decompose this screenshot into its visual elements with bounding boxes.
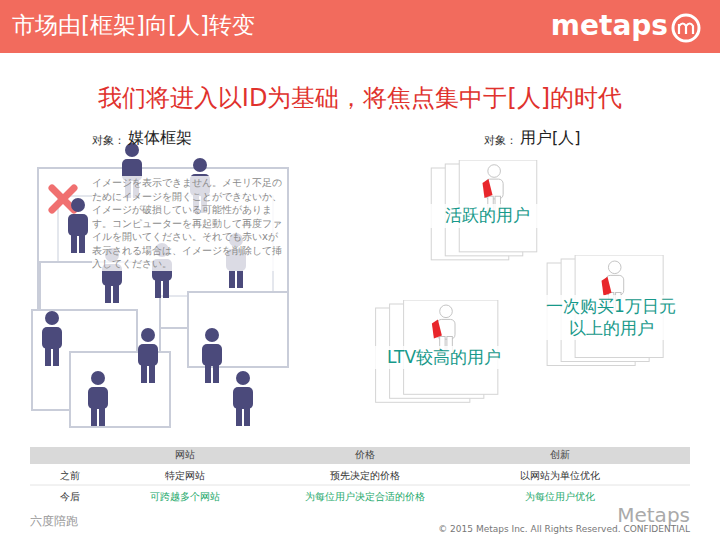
table-cell: 特定网站 [120,470,250,482]
table-cell: 以网站为单位优化 [470,470,650,482]
watermark: Metaps [590,503,690,527]
person-figure [138,328,158,383]
table-row-head: 今后 [40,491,100,503]
group-label: 活跃的用户 [425,204,550,227]
logo-text: metaps [540,9,668,43]
placeholder-text: イメージを表示できません。メモリ不足のためにイメージを開くことができないか、イメ… [92,176,284,271]
error-cross [52,188,74,210]
subtitle: 我们将进入以ID为基础，将焦点集中于[人]的时代 [0,84,720,113]
user-group: LTV较高的用户 [368,300,520,415]
target-label: 对象： [484,134,520,147]
table-cell: 预先决定的价格 [290,470,440,482]
table-header: 创新 [470,449,650,461]
table-cell: 可跨越多个网站 [120,491,250,503]
person-figure [88,371,108,426]
target-label: 对象： [92,134,128,147]
person-figure [202,328,222,383]
table-row-head: 之前 [40,470,100,482]
person-figure [233,371,253,426]
media-frames [32,168,288,427]
table-cell: 为每位用户优化 [470,491,650,503]
header-bar [0,0,720,53]
logo-mark [673,15,699,41]
person-figure [42,311,62,366]
copyright: © 2015 Metaps Inc. All Rights Reserved. … [400,524,690,535]
table-cell: 为每位用户决定合适的价格 [290,491,440,503]
table-header: 价格 [290,449,440,461]
table-header: 网站 [120,449,250,461]
target-name: 用户[人] [520,128,610,147]
group-label: 一次购买1万日元 以上的用户 [540,295,682,340]
target-name: 媒体框架 [128,128,218,147]
slide-title: 市场由[框架]向[人]转变 [12,12,255,40]
user-group: 一次购买1万日元 以上的用户 [540,255,682,380]
table-header-band [30,447,690,464]
group-label: LTV较高的用户 [368,346,520,369]
person-figure [68,198,88,253]
table-rule [30,485,690,486]
user-group: 活跃的用户 [425,160,550,272]
watermark: 六度陪跑 [30,514,120,528]
